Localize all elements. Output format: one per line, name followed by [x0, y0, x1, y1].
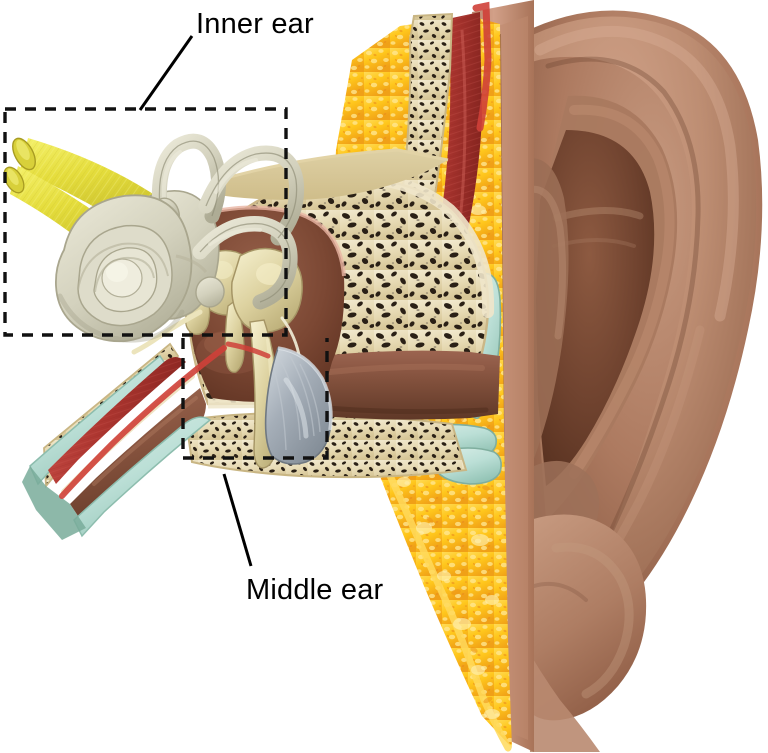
helix: [522, 16, 757, 643]
inner-ear-callout-box: [3, 107, 288, 337]
tube-cut-end: [22, 466, 86, 540]
tragus-highlight: [524, 185, 567, 340]
cochlea-spiral-grooves: [77, 242, 169, 293]
earlobe: [530, 514, 647, 721]
bone-top-ledge: [212, 150, 448, 200]
eardrum-annulus: [277, 346, 333, 431]
callout-annotations: [3, 35, 329, 567]
stapes-tendon: [131, 309, 203, 355]
eustachian-tube: [22, 341, 271, 540]
earlobe-highlight: [551, 542, 634, 699]
tube-cartilage-lower: [73, 416, 212, 538]
tube-lumen-highlight: [92, 396, 198, 486]
muscle-striations: [414, 12, 482, 336]
inner-ear-label: Inner ear: [196, 8, 314, 40]
earlobe-crease: [532, 581, 588, 602]
nerve-lower-cut-highlight: [7, 168, 19, 186]
antihelix-ridge: [569, 104, 675, 479]
middle-ear-label: Middle ear: [246, 574, 384, 606]
cochlea-apex-highlight: [106, 262, 128, 282]
middle-ear-leader-line: [222, 473, 253, 567]
canal-highlights: [161, 150, 262, 246]
cochlea: [55, 194, 193, 343]
tympanic-membrane: [264, 346, 333, 465]
eardrum-light-reflex: [283, 377, 309, 439]
artery-branch: [225, 341, 271, 359]
middle-ear-callout-box: [181, 338, 329, 460]
helix-highlight: [534, 25, 739, 322]
auricular-artery: [472, 1, 492, 132]
malleus-highlight: [256, 263, 284, 285]
inner-ear: [3, 133, 305, 343]
bone-ledge-edge: [211, 148, 449, 184]
tube-muscle-fibres: [48, 357, 186, 484]
inner-ear-leader-line: [138, 35, 194, 111]
canal-shadow: [323, 405, 489, 415]
ear-canal-lumen: [320, 350, 500, 420]
external-ear-canal: [320, 350, 500, 420]
ampulla-lateral: [195, 276, 225, 308]
modiolus-shading: [175, 254, 208, 273]
cochlea-lower-shadow: [57, 293, 185, 343]
neck-skin: [522, 640, 600, 752]
tube-artery: [59, 345, 227, 499]
nerve-upper-cut-highlight: [16, 140, 30, 160]
canal-highlight: [327, 363, 485, 375]
